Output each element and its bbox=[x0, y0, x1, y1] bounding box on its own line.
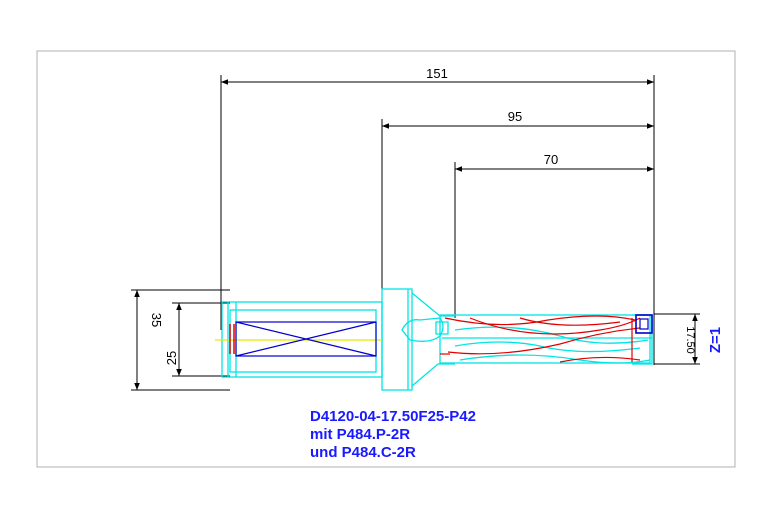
shank-red-accents bbox=[229, 324, 235, 354]
dimension-shank-outer-diameter: 35 bbox=[131, 289, 230, 391]
part-caption: D4120-04-17.50F25-P42 mit P484.P-2R und … bbox=[310, 408, 476, 461]
dimension-label-25: 25 bbox=[164, 351, 179, 365]
caption-line-1: D4120-04-17.50F25-P42 bbox=[310, 408, 476, 425]
caption-line-2: mit P484.P-2R bbox=[310, 426, 410, 443]
dimension-label-70: 70 bbox=[544, 152, 558, 167]
dimension-flute-length: 70 bbox=[454, 152, 654, 318]
dimension-label-95: 95 bbox=[508, 109, 522, 124]
dimension-label-151: 151 bbox=[426, 66, 448, 81]
drawing-frame bbox=[36, 50, 736, 468]
dimension-label-17-50: 17.50 bbox=[684, 326, 696, 354]
dimension-label-35: 35 bbox=[149, 313, 164, 327]
z-label: Z=1 bbox=[707, 327, 724, 353]
shank-inner bbox=[229, 309, 377, 373]
dimension-overall-length: 151 bbox=[220, 66, 654, 330]
dimension-body-length: 95 bbox=[381, 109, 654, 342]
flute-lines bbox=[440, 315, 641, 363]
dimension-shank-diameter: 25 bbox=[164, 302, 230, 377]
drill-body bbox=[439, 314, 651, 364]
dimension-drill-diameter: 17.50 bbox=[654, 313, 700, 365]
insert bbox=[635, 314, 653, 334]
tool-outline bbox=[221, 288, 653, 391]
caption-line-3: und P484.C-2R bbox=[310, 444, 416, 461]
shank-cross-marker bbox=[235, 321, 377, 357]
